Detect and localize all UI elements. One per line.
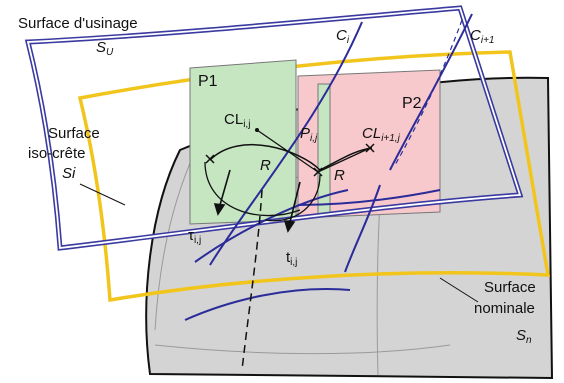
dashed-normal-line <box>241 189 263 371</box>
label-surface-nominale: Surface <box>484 279 536 296</box>
tool-arcs <box>204 161 321 222</box>
machining-surface <box>24 5 524 251</box>
blue-grid-curves <box>184 189 351 321</box>
tangent-arrows <box>213 169 301 233</box>
point-markers <box>205 143 375 177</box>
curve-ci <box>209 21 363 266</box>
label-tau-ij: τi,j <box>188 227 201 246</box>
label-r-left: R <box>260 157 271 174</box>
label-sn: Sn <box>516 327 532 346</box>
label-cl-ij: CLi,j <box>224 111 250 130</box>
curve-ci1 <box>297 13 473 273</box>
curve-ci1-dashed <box>394 19 463 166</box>
cl-connecting-curve <box>209 144 373 171</box>
label-surface-iso: Surface <box>48 125 100 142</box>
cl-ij-point <box>255 128 259 132</box>
label-p2: P2 <box>402 95 422 112</box>
plane-p2 <box>297 69 441 219</box>
label-cl-i1j: CLi+1,j <box>362 125 401 144</box>
leader-lines <box>79 183 479 303</box>
label-si: Si <box>62 165 76 182</box>
label-iso-crete: iso-crête <box>28 145 86 162</box>
label-p1: P1 <box>198 73 218 90</box>
label-p-ij: Pi,j <box>300 125 318 144</box>
label-ci1: Ci+1 <box>470 27 494 46</box>
label-t-ij: ti,j <box>286 249 297 268</box>
label-r-right: R <box>334 167 345 184</box>
radius-line-right <box>317 147 371 173</box>
label-su: SU <box>96 39 114 58</box>
label-ci: Ci <box>336 27 350 46</box>
label-surface-usinage: Surface d'usinage <box>18 15 138 32</box>
label-nominale: nominale <box>474 300 535 317</box>
radius-line-left <box>256 129 319 173</box>
